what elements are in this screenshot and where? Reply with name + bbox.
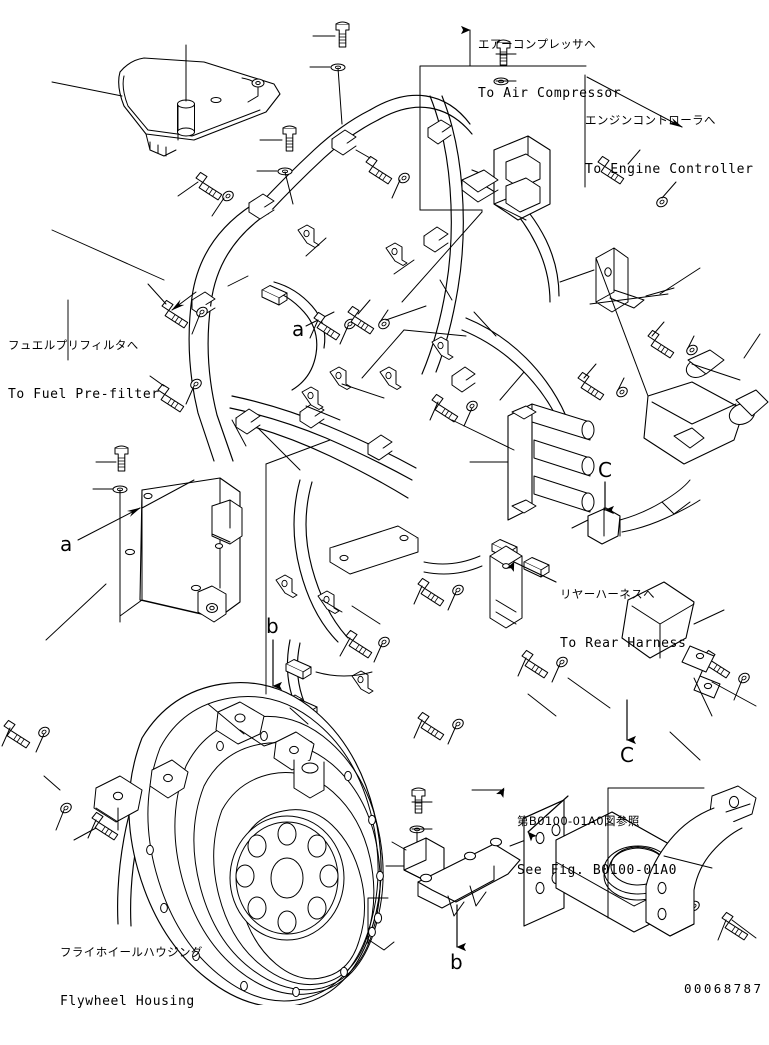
label-flywheel-housing: フライホイールハウジング Flywheel Housing — [60, 910, 203, 1045]
cover-plate-a — [77, 445, 243, 623]
label-to-engine-controller: エンジンコントローラへ To Engine Controller — [585, 78, 754, 213]
rear-harness-connector — [571, 479, 701, 545]
controller-frame-outline — [419, 65, 587, 211]
label-to-air-compressor-jp: エアーコンプレッサへ — [478, 36, 596, 51]
bottom-clamp-bracket — [385, 787, 537, 917]
label-flywheel-housing-jp: フライホイールハウジング — [60, 944, 203, 959]
terminal-plate-assembly — [469, 371, 595, 521]
mid-lower-brackets — [329, 525, 523, 629]
text-leader-arrows — [171, 291, 197, 311]
label-see-figure-jp: 第B0100-01A0図参照 — [517, 813, 640, 828]
callout-a-left: a — [60, 532, 73, 556]
upper-left-cover-plate — [51, 44, 281, 157]
harness-clamp-collars — [191, 119, 476, 713]
label-to-fuel-pre-filter-jp: フュエルプリフィルタへ — [8, 337, 139, 352]
lower-connector-harness — [261, 285, 550, 720]
drawing-number: 00068787 — [684, 981, 764, 996]
callout-a-upper: a — [292, 317, 305, 341]
leader-lines — [45, 209, 757, 939]
right-roller-bracket — [595, 257, 769, 465]
label-to-rear-harness: リヤーハーネスへ To Rear Harness — [560, 552, 686, 687]
label-to-air-compressor-en: To Air Compressor — [478, 85, 622, 101]
callout-c-upper: C — [598, 458, 612, 482]
fastener-group-left — [1, 283, 210, 841]
lower-right-bracket-c — [621, 581, 725, 699]
label-see-figure-en: See Fig. B0100-01A0 — [517, 862, 678, 878]
label-to-engine-controller-en: To Engine Controller — [585, 161, 754, 177]
label-to-engine-controller-jp: エンジンコントローラへ — [585, 112, 716, 127]
callout-arrows — [272, 481, 636, 952]
bottom-right-curved-bracket — [645, 785, 757, 937]
label-to-rear-harness-jp: リヤーハーネスへ — [560, 586, 655, 601]
fastener-group-top — [177, 21, 677, 217]
label-to-air-compressor: エアーコンプレッサへ To Air Compressor — [478, 2, 621, 137]
engine-controller-leader — [584, 74, 683, 188]
technical-line-artwork — [1, 21, 769, 1005]
right-angle-bracket-mid — [559, 247, 675, 313]
callout-b-middle: b — [266, 614, 279, 638]
label-to-fuel-pre-filter-en: To Fuel Pre-filter — [8, 386, 160, 402]
label-to-fuel-pre-filter: フュエルプリフィルタへ To Fuel Pre-filter — [8, 303, 160, 438]
parts-diagram-sheet: エアーコンプレッサへ To Air Compressor エンジンコントローラへ… — [1, 2, 769, 1008]
flywheel-housing-assembly — [43, 681, 395, 1005]
callout-b-bottom: b — [450, 950, 463, 974]
callout-c-lower: C — [620, 743, 634, 767]
engine-controller-module — [461, 135, 551, 221]
label-see-figure-reference: 第B0100-01A0図参照 See Fig. B0100-01A0 — [517, 779, 677, 914]
label-to-rear-harness-en: To Rear Harness — [560, 635, 687, 651]
label-flywheel-housing-en: Flywheel Housing — [60, 993, 195, 1009]
